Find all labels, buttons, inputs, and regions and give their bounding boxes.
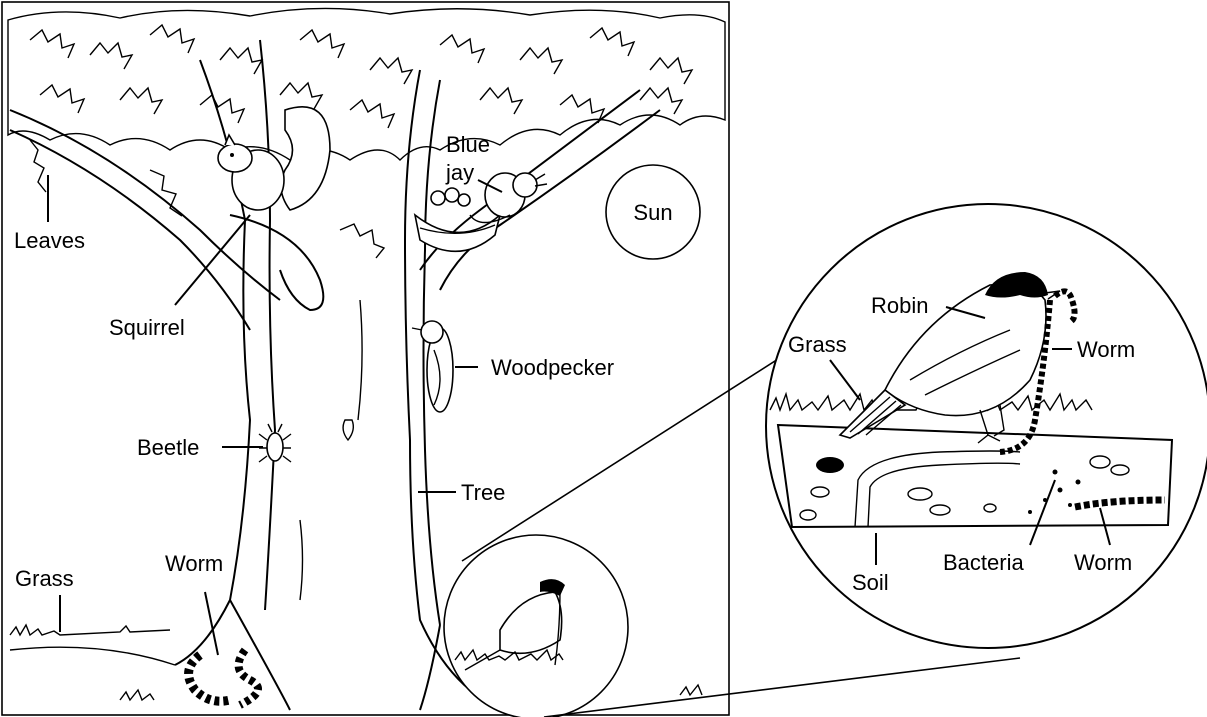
leaves-label: Leaves <box>14 228 85 253</box>
worm-label: Worm <box>165 551 223 576</box>
sun-label: Sun <box>633 200 672 225</box>
robin-inset <box>766 204 1207 648</box>
soil-label: Soil <box>852 570 889 595</box>
blue-jay-label-line2: jay <box>445 160 474 185</box>
woodpecker-label: Woodpecker <box>491 355 614 380</box>
blue-jay-label-line1: Blue <box>446 132 490 157</box>
robin-label: Robin <box>871 293 928 318</box>
beetle-label: Beetle <box>137 435 199 460</box>
inset-worm-bottom-label: Worm <box>1074 550 1132 575</box>
small-robin-circle <box>444 535 628 717</box>
squirrel-label: Squirrel <box>109 315 185 340</box>
bacteria-label: Bacteria <box>943 550 1024 575</box>
grass-label: Grass <box>15 566 74 591</box>
inset-grass-label: Grass <box>788 332 847 357</box>
tree-label: Tree <box>461 480 505 505</box>
inset-worm-top-label: Worm <box>1077 337 1135 362</box>
